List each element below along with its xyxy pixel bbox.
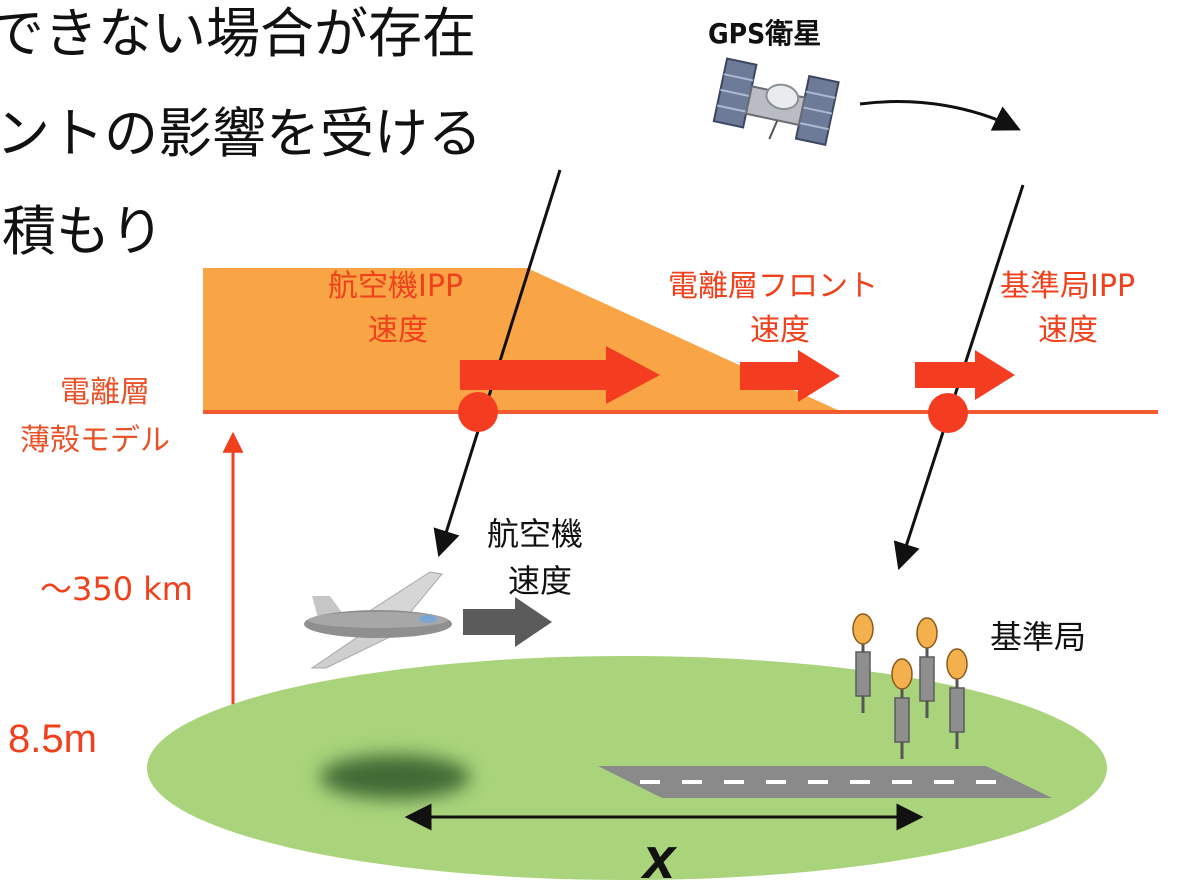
aircraft-shadow [320, 755, 470, 799]
aircraft-ipp-label-line-2: 速度 [368, 313, 428, 348]
aircraft-icon [304, 571, 452, 669]
shell-model-label-line-1: 電離層 [60, 375, 150, 410]
ref-ipp-label-line-1: 基準局IPP [1000, 269, 1135, 304]
aircraft-ipp-speed-arrow [460, 346, 660, 404]
front-label-line-2: 速度 [750, 313, 810, 348]
front-label-line-1: 電離層フロント [668, 269, 878, 304]
ionosphere-slab [203, 268, 842, 412]
slide-text-line-3: 積もり [2, 200, 164, 263]
gps-satellite-label: GPS衛星 [708, 17, 821, 50]
altitude-label: ～350 km [40, 570, 193, 608]
aircraft-speed-label-line-1: 航空機 [487, 515, 583, 553]
ref-ipp-speed-arrow [915, 350, 1015, 400]
aircraft-speed-arrow [463, 597, 552, 647]
aircraft-ipp-label-line-1: 航空機IPP [328, 269, 463, 304]
ref-ipp-label-line-2: 速度 [1038, 313, 1098, 348]
slide-text-line-2: ントの影響を受ける [0, 102, 482, 165]
gps-satellite-icon [712, 57, 840, 147]
satellite-motion-arrow [859, 100, 1021, 131]
runway [598, 766, 1052, 798]
aircraft-ipp-point [458, 392, 498, 432]
ref-ipp-point [928, 393, 968, 433]
aircraft-speed-label-line-2: 速度 [508, 562, 572, 600]
distance-x-label: x [640, 826, 678, 891]
ground-station-icon [852, 613, 968, 759]
front-speed-arrow [740, 350, 840, 402]
ground-station-label: 基準局 [990, 618, 1086, 656]
slide-text-line-1: できない場合が存在 [0, 2, 476, 65]
shell-model-label-line-2: 薄殻モデル [20, 423, 170, 458]
distance-label: 8.5m [8, 717, 97, 761]
